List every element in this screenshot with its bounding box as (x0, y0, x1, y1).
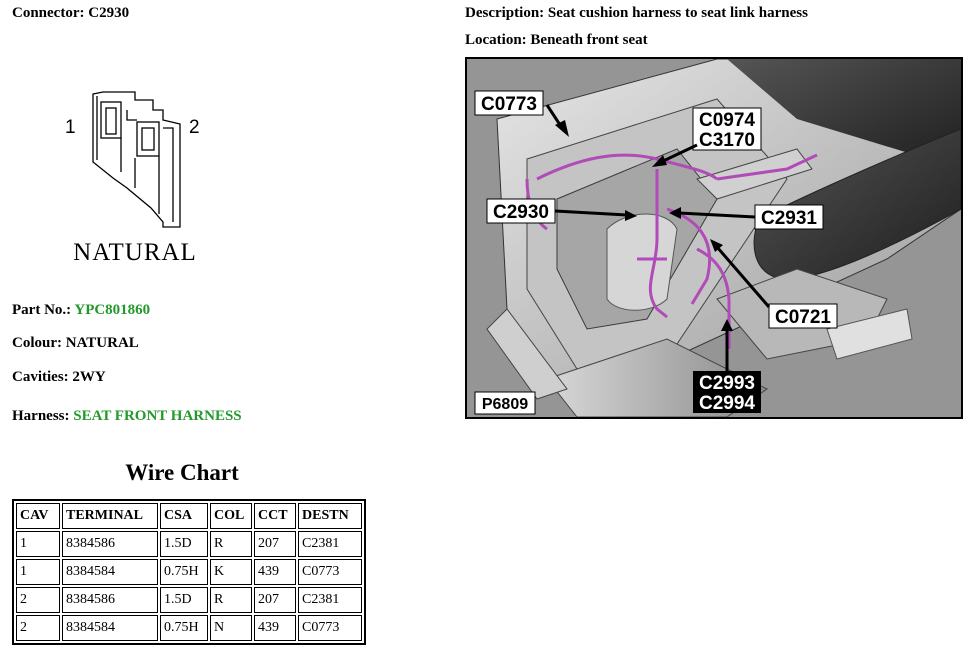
description-value: Seat cushion harness to seat link harnes… (547, 5, 808, 21)
colour-value: NATURAL (65, 335, 139, 351)
table-cell: 1 (16, 559, 60, 585)
table-cell: 8384584 (62, 559, 158, 585)
connector-value: C2930 (88, 5, 130, 21)
cavities-value: 2WY (72, 369, 106, 385)
table-cell: 439 (254, 615, 296, 641)
description-line: Description: Seat cushion harness to sea… (465, 5, 808, 22)
table-cell: C2381 (298, 531, 362, 557)
colour-line: Colour: NATURAL (12, 335, 139, 352)
callout-c0974: C0974 (699, 110, 755, 131)
table-cell: 1.5D (160, 531, 208, 557)
connector-line: Connector: C2930 (12, 5, 129, 22)
pin-2-label: 2 (189, 117, 200, 138)
table-cell: 207 (254, 531, 296, 557)
harness-link[interactable]: SEAT FRONT HARNESS (73, 408, 242, 424)
part-number-link[interactable]: YPC801860 (74, 302, 151, 318)
table-cell: 2 (16, 587, 60, 613)
callout-c2993: C2993 (699, 373, 755, 394)
callout-c3170: C3170 (699, 130, 755, 151)
location-label: Location: (465, 32, 527, 48)
wire-chart-table: CAV TERMINAL CSA COL CCT DESTN 1 8384586… (12, 499, 366, 645)
table-cell: 439 (254, 559, 296, 585)
table-row: 1 8384586 1.5D R 207 C2381 (16, 531, 362, 557)
table-cell: R (210, 587, 252, 613)
figure-id: P6809 (482, 396, 528, 413)
column-header: DESTN (298, 503, 362, 529)
colour-label: Colour: (12, 335, 62, 351)
table-cell: N (210, 615, 252, 641)
column-header: COL (210, 503, 252, 529)
table-cell: 1 (16, 531, 60, 557)
column-header: CCT (254, 503, 296, 529)
callout-c2931: C2931 (761, 208, 817, 229)
table-row: 2 8384584 0.75H N 439 C0773 (16, 615, 362, 641)
table-row: 1 8384584 0.75H K 439 C0773 (16, 559, 362, 585)
table-cell: K (210, 559, 252, 585)
callout-c0721: C0721 (775, 307, 831, 328)
table-cell: C0773 (298, 615, 362, 641)
wire-chart-title: Wire Chart (125, 460, 239, 485)
table-cell: 8384586 (62, 587, 158, 613)
callout-c2994: C2994 (699, 393, 755, 414)
pin-1-label: 1 (65, 117, 76, 138)
column-header: TERMINAL (62, 503, 158, 529)
table-header-row: CAV TERMINAL CSA COL CCT DESTN (16, 503, 362, 529)
connector-drawing: 1 2 NATURAL (65, 91, 200, 266)
connector-label: Connector: (12, 5, 85, 21)
column-header: CAV (16, 503, 60, 529)
harness-line: Harness: SEAT FRONT HARNESS (12, 408, 242, 425)
cavities-line: Cavities: 2WY (12, 369, 106, 386)
table-cell: 2 (16, 615, 60, 641)
table-cell: 8384584 (62, 615, 158, 641)
description-label: Description: (465, 5, 545, 21)
table-cell: 0.75H (160, 615, 208, 641)
table-cell: C0773 (298, 559, 362, 585)
table-cell: 207 (254, 587, 296, 613)
table-cell: 0.75H (160, 559, 208, 585)
table-cell: R (210, 531, 252, 557)
column-header: CSA (160, 503, 208, 529)
part-number-line: Part No.: YPC801860 (12, 302, 150, 319)
location-value: Beneath front seat (530, 32, 648, 48)
callout-c2930: C2930 (493, 202, 549, 223)
location-line: Location: Beneath front seat (465, 32, 648, 49)
callout-c0773: C0773 (481, 94, 537, 115)
cavities-label: Cavities: (12, 369, 69, 385)
colour-caption: NATURAL (73, 239, 197, 266)
harness-label: Harness: (12, 408, 70, 424)
harness-wiring (525, 153, 818, 349)
table-cell: 8384586 (62, 531, 158, 557)
connector-callouts: C0773 C0974 C3170 C2930 C2931 C0721 C299… (474, 90, 838, 415)
part-number-label: Part No.: (12, 302, 72, 318)
table-cell: 1.5D (160, 587, 208, 613)
location-illustration: C0773 C0974 C3170 C2930 C2931 C0721 C299… (465, 57, 963, 419)
table-cell: C2381 (298, 587, 362, 613)
table-row: 2 8384586 1.5D R 207 C2381 (16, 587, 362, 613)
